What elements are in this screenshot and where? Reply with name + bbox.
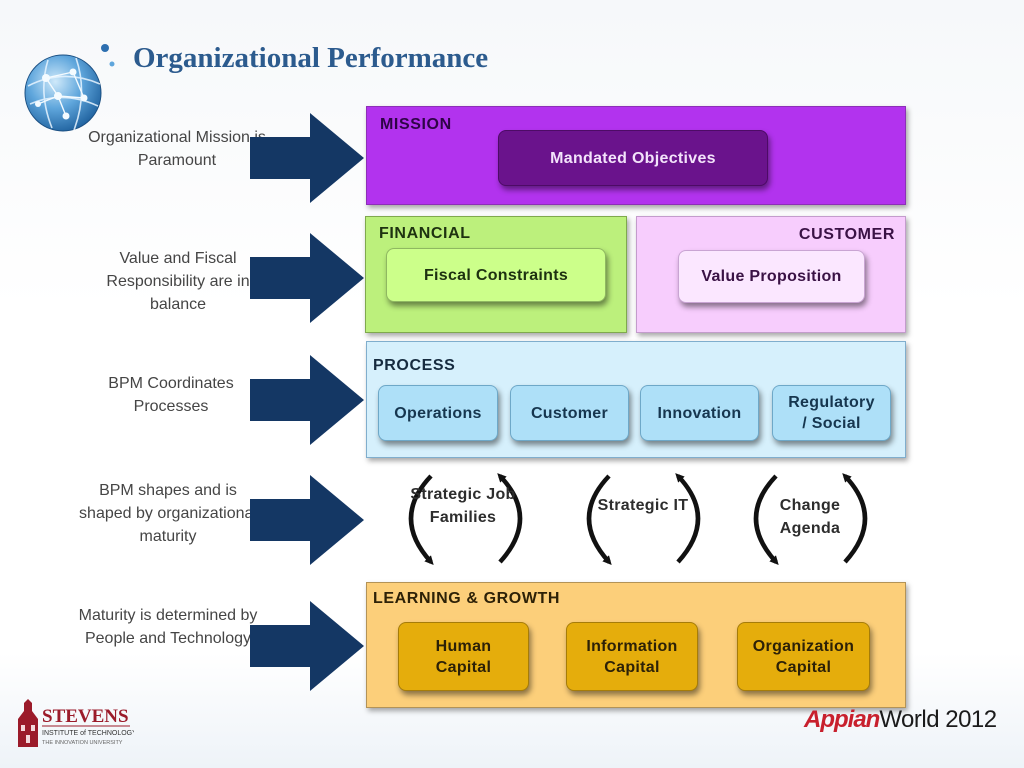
left-label-mission: Organizational Mission is Paramount: [88, 129, 266, 169]
cycle-arrows-icon: [586, 473, 701, 565]
cycle-label-change-agenda: Change Agenda: [779, 497, 841, 537]
left-label-maturity-shape: BPM shapes and is shaped by organization…: [79, 482, 257, 545]
cycle-arrows-icon: [753, 473, 868, 565]
learning-item-information-capital: Information Capital: [566, 622, 698, 691]
process-item-customer: Customer: [510, 385, 629, 441]
process-label: PROCESS: [373, 357, 456, 374]
fiscal-constraints-box: Fiscal Constraints: [386, 248, 606, 302]
arrow-right-icon: [250, 475, 364, 565]
left-label-maturity-people: Maturity is determined by People and Tec…: [78, 607, 258, 647]
mission-label: MISSION: [380, 116, 452, 133]
value-proposition-box: Value Proposition: [678, 250, 865, 303]
page-title: Organizational Performance: [133, 42, 489, 74]
svg-text:INSTITUTE of TECHNOLOGY: INSTITUTE of TECHNOLOGY: [42, 730, 134, 737]
learning-item-human-capital: Human Capital: [398, 622, 529, 691]
cycle-arrows-icon: [408, 473, 523, 565]
arrow-right-icon: [250, 601, 364, 691]
process-item-regulatory-social: Regulatory / Social: [772, 385, 891, 441]
mandated-objectives-box: Mandated Objectives: [498, 130, 768, 186]
left-label-fiscal: Value and Fiscal Responsibility are in b…: [106, 250, 250, 313]
svg-text:STEVENS: STEVENS: [42, 706, 129, 727]
arrow-right-icon: [250, 355, 364, 445]
globe-icon: [24, 44, 115, 132]
cycle-label-strategic-job-families: Strategic Job Families: [410, 486, 516, 526]
svg-text:THE INNOVATION UNIVERSITY: THE INNOVATION UNIVERSITY: [42, 740, 123, 746]
arrow-right-icon: [250, 233, 364, 323]
arrow-right-icon: [250, 113, 364, 203]
stevens-logo: STEVENS INSTITUTE of TECHNOLOGY THE INNO…: [18, 699, 134, 747]
learning-growth-label: LEARNING & GROWTH: [373, 590, 561, 607]
learning-item-organization-capital: Organization Capital: [737, 622, 870, 691]
customer-label: CUSTOMER: [798, 226, 895, 243]
process-item-innovation: Innovation: [640, 385, 759, 441]
financial-label: FINANCIAL: [379, 225, 471, 242]
cycle-label-strategic-it: Strategic IT: [597, 497, 689, 514]
process-item-operations: Operations: [378, 385, 498, 441]
left-label-process: BPM Coordinates Processes: [108, 375, 234, 415]
